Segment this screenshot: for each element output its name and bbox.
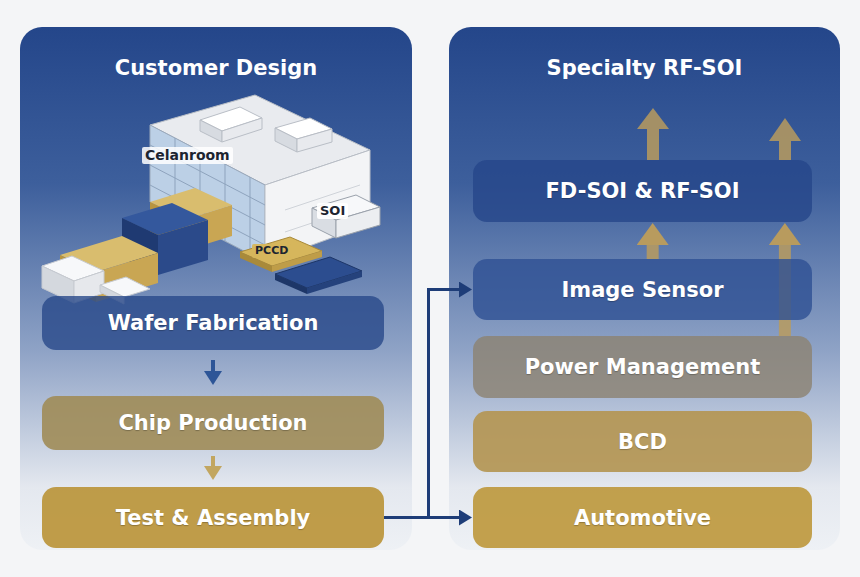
illustration-label: Celanroom bbox=[142, 147, 233, 164]
panel: Specialty RF-SOI FD-SOI & RF-SOI Image Sen… bbox=[449, 27, 840, 550]
process-box: Image Sensor bbox=[473, 259, 812, 320]
illustration-label: PCCD bbox=[252, 244, 291, 258]
panel: Customer DesignWafer FabricationChip Pro… bbox=[20, 27, 412, 550]
box-label: Wafer Fabrication bbox=[108, 311, 319, 335]
process-box: Power Management bbox=[473, 336, 812, 398]
connector-arrow bbox=[779, 244, 791, 336]
panel-heading: Specialty RF-SOI bbox=[449, 56, 840, 80]
connector-arrow bbox=[211, 456, 215, 467]
box-label: BCD bbox=[618, 430, 667, 454]
box-label: Test & Assembly bbox=[116, 506, 311, 530]
process-box: FD-SOI & RF-SOI bbox=[473, 160, 812, 222]
connector-arrow bbox=[384, 516, 460, 519]
box-label: Image Sensor bbox=[561, 278, 723, 302]
illustration-label: SOI bbox=[317, 203, 348, 219]
box-label: Chip Production bbox=[118, 411, 307, 435]
upward-arrow bbox=[637, 108, 801, 160]
process-box: Wafer Fabrication bbox=[42, 296, 384, 350]
box-label: FD-SOI & RF-SOI bbox=[546, 179, 740, 203]
connector-arrow bbox=[647, 244, 659, 259]
process-box: Automotive bbox=[473, 487, 812, 548]
process-box: Chip Production bbox=[42, 396, 384, 450]
panel-heading: Customer Design bbox=[20, 56, 412, 80]
connector-arrow bbox=[384, 290, 460, 518]
cleanroom-illustration bbox=[20, 27, 412, 550]
box-label: Power Management bbox=[525, 355, 761, 379]
process-box: BCD bbox=[473, 411, 812, 472]
connector-arrow bbox=[211, 360, 215, 372]
box-label: Automotive bbox=[574, 506, 711, 530]
process-box: Test & Assembly bbox=[42, 487, 384, 548]
